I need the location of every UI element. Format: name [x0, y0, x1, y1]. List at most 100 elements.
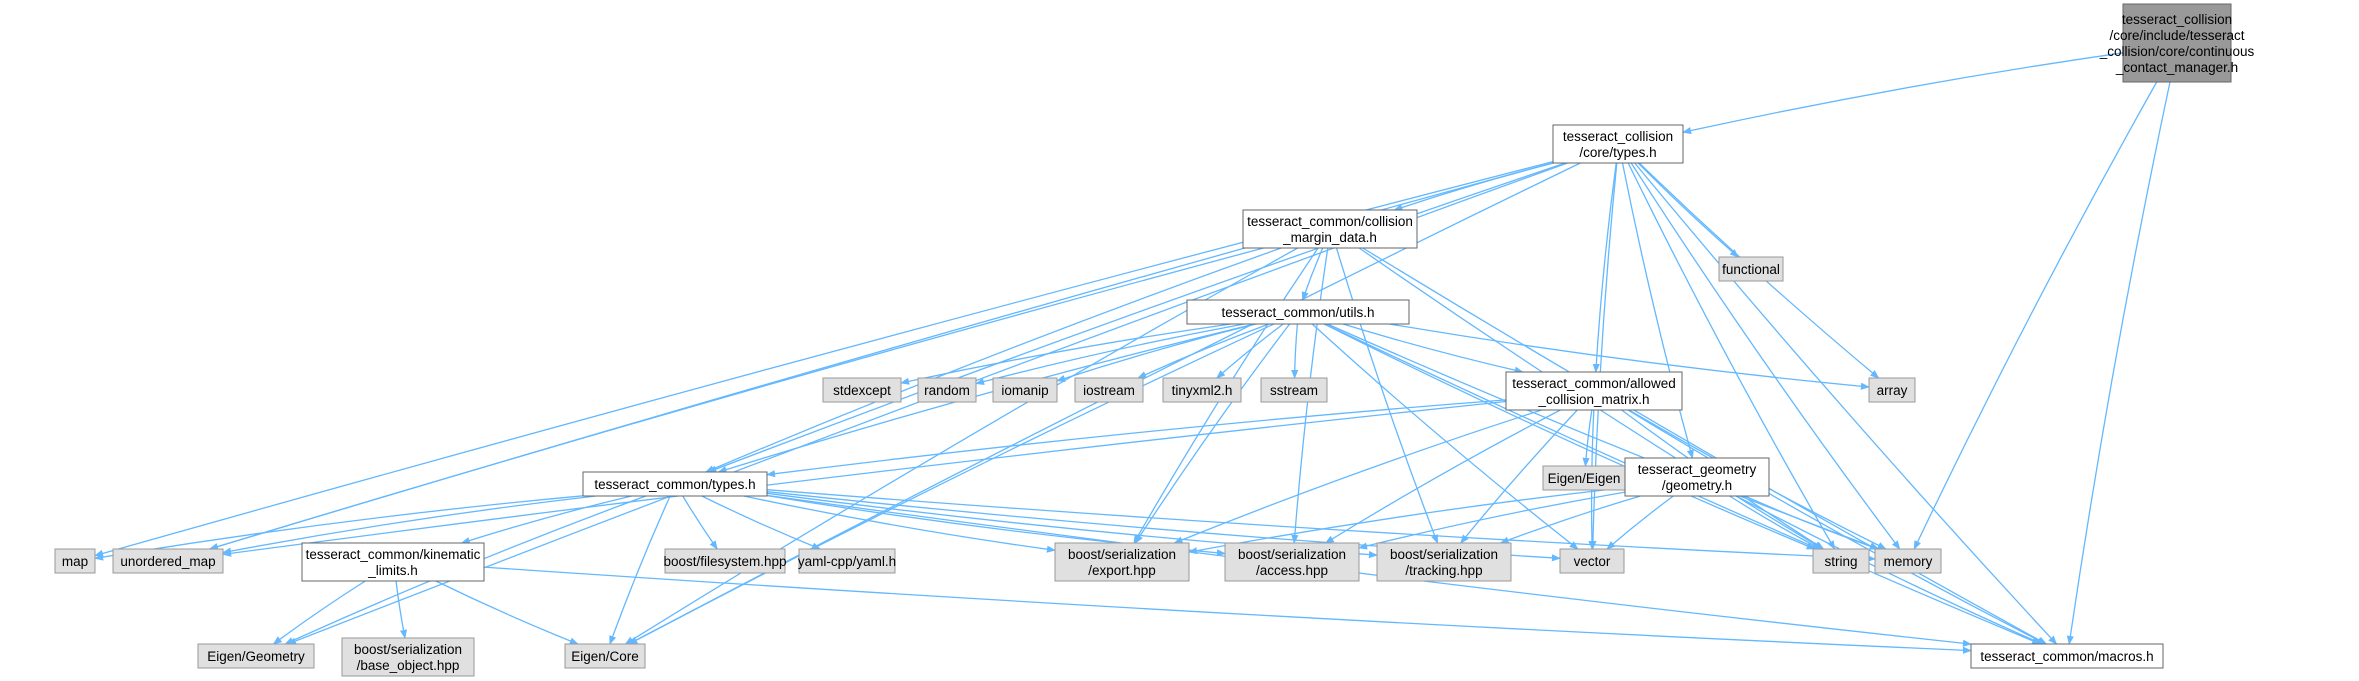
edge-col_types-to-string	[1627, 162, 1836, 550]
edge-col_types-to-margin	[1393, 162, 1554, 211]
node-label-line: /geometry.h	[1662, 478, 1732, 493]
node-label-line: unordered_map	[120, 554, 215, 569]
node-label-line: tesseract_common/allowed	[1512, 376, 1676, 391]
node-access: boost/serialization/access.hpp	[1224, 542, 1360, 582]
edge-margin-to-macros	[1362, 247, 2048, 645]
node-box	[1074, 377, 1144, 403]
node-string: string	[1812, 548, 1870, 574]
edge-acm-to-unordered_map	[222, 400, 1507, 557]
node-label-line: tinyxml2.h	[1172, 383, 1233, 398]
edge-utils-to-string	[1323, 323, 1816, 550]
edge-utils-to-sstream	[1291, 323, 1299, 379]
edge-acm-to-access	[1324, 409, 1561, 544]
node-label-line: _margin_data.h	[1282, 230, 1377, 245]
edge-kinematic-to-eigen_core	[435, 580, 579, 645]
edge-common_types-to-export	[743, 495, 1056, 553]
edge-col_types-to-memory	[1630, 162, 1901, 550]
node-box	[301, 542, 485, 582]
node-yaml: yaml-cpp/yaml.h	[798, 548, 896, 574]
node-box	[112, 548, 224, 574]
node-label-line: functional	[1722, 262, 1780, 277]
node-label-line: boost/serialization	[1238, 547, 1346, 562]
edge-root-to-memory	[1913, 81, 2158, 550]
node-box	[1874, 548, 1942, 574]
edge-utils-to-vector	[1311, 323, 1579, 550]
node-tinyxml2: tinyxml2.h	[1162, 377, 1242, 403]
node-box	[1868, 377, 1916, 403]
edge-geometry-to-access	[1358, 491, 1626, 550]
node-map: map	[54, 548, 96, 574]
node-label-line: /access.hpp	[1256, 563, 1328, 578]
node-box	[1224, 542, 1360, 582]
node-label-line: tesseract_common/kinematic	[306, 547, 481, 562]
node-label-line: string	[1824, 554, 1857, 569]
node-box	[664, 548, 786, 574]
node-label-line: iomanip	[1001, 383, 1048, 398]
edge-col_types-to-geometry	[1621, 162, 1694, 459]
node-label-line: /export.hpp	[1088, 563, 1156, 578]
node-label-line: tesseract_collision	[2122, 12, 2232, 27]
node-box	[1054, 542, 1190, 582]
node-box	[798, 548, 896, 574]
edge-utils-to-acm	[1342, 323, 1524, 374]
node-base-object: boost/serialization/base_object.hpp	[341, 637, 475, 677]
node-memory: memory	[1874, 548, 1942, 574]
node-eigen-geometry: Eigen/Geometry	[197, 643, 315, 669]
edge-col_types-to-functional	[1637, 162, 1739, 258]
node-box	[1970, 643, 2164, 669]
node-box	[341, 637, 475, 677]
edge-margin-to-utils	[1301, 247, 1324, 301]
edge-kinematic-to-macros	[483, 566, 1972, 654]
node-stdexcept: stdexcept	[822, 377, 902, 403]
node-vector: vector	[1559, 548, 1625, 574]
node-eigen-core: Eigen/Core	[564, 643, 646, 669]
node-label-line: tesseract_geometry	[1638, 462, 1757, 477]
node-margin[interactable]: tesseract_common/collision_margin_data.h	[1242, 209, 1418, 249]
node-label-line: _collision/core/continuous	[2099, 44, 2255, 59]
node-box	[1718, 256, 1784, 282]
edge-margin-to-unordered_map	[209, 247, 1264, 551]
edge-common_types-to-memory	[766, 489, 1876, 563]
node-box	[197, 643, 315, 669]
edge-utils-to-common_types	[717, 323, 1255, 474]
node-export: boost/serialization/export.hpp	[1054, 542, 1190, 582]
edge-acm-to-export	[1173, 409, 1542, 544]
node-box	[54, 548, 96, 574]
node-acm[interactable]: tesseract_common/allowed_collision_matri…	[1505, 371, 1683, 411]
node-label-line: /core/types.h	[1579, 145, 1656, 160]
node-macros[interactable]: tesseract_common/macros.h	[1970, 643, 2164, 669]
node-kinematic[interactable]: tesseract_common/kinematic_limits.h	[301, 542, 485, 582]
node-box	[1260, 377, 1328, 403]
node-label-line: boost/serialization	[354, 642, 462, 657]
node-label-line: yaml-cpp/yaml.h	[798, 554, 896, 569]
node-box	[582, 471, 768, 497]
edge-common_types-to-kinematic	[460, 495, 632, 544]
edge-common_types-to-macros	[766, 494, 1972, 647]
node-label-line: boost/serialization	[1390, 547, 1498, 562]
edge-geometry-to-vector	[1606, 495, 1674, 550]
node-common-types[interactable]: tesseract_common/types.h	[582, 471, 768, 497]
edge-common_types-to-filesystem	[682, 495, 718, 550]
node-unordered-map: unordered_map	[112, 548, 224, 574]
edge-utils-to-tinyxml2	[1216, 323, 1284, 379]
edge-root-to-col_types	[1682, 52, 2124, 135]
node-root[interactable]: tesseract_collision/core/include/tessera…	[2099, 3, 2255, 83]
edge-common_types-to-eigen_core	[609, 495, 671, 645]
node-label-line: tesseract_common/collision	[1247, 214, 1413, 229]
node-functional: functional	[1718, 256, 1784, 282]
node-col-types[interactable]: tesseract_collision/core/types.h	[1552, 124, 1684, 164]
node-label-line: boost/serialization	[1068, 547, 1176, 562]
node-label-line: stdexcept	[833, 383, 891, 398]
node-geometry[interactable]: tesseract_geometry/geometry.h	[1624, 457, 1770, 497]
edge-margin-to-common_types	[704, 247, 1282, 473]
edge-utils-to-eigen_core	[628, 323, 1275, 645]
node-label-line: Eigen/Geometry	[207, 649, 305, 664]
node-box	[1186, 299, 1410, 325]
node-utils[interactable]: tesseract_common/utils.h	[1186, 299, 1410, 325]
edge-utils-to-iostream	[1137, 323, 1270, 379]
node-label-line: _limits.h	[367, 563, 418, 578]
edge-col_types-to-common_types	[707, 162, 1566, 473]
edge-geometry-to-export	[1188, 486, 1626, 555]
node-box	[917, 377, 977, 403]
